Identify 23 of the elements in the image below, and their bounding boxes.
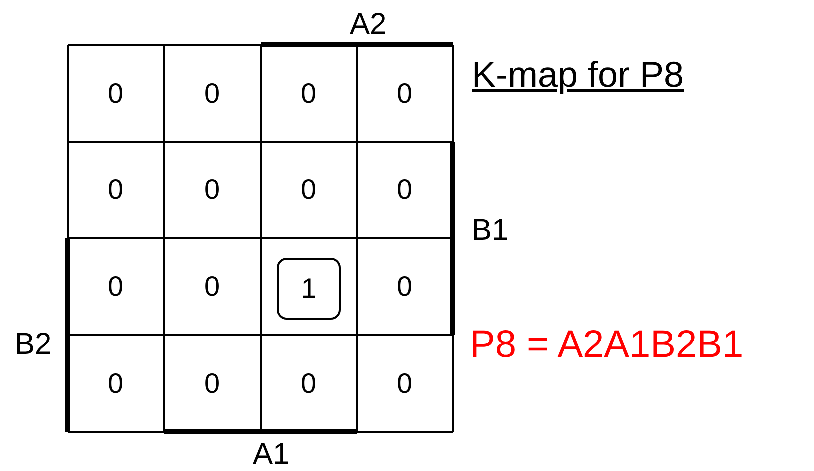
cell-value: 0 [204, 272, 220, 300]
cell-value: 0 [108, 80, 124, 108]
variable-label: B1 [472, 216, 509, 246]
variable-label: A1 [253, 440, 290, 470]
variable-label: A2 [350, 10, 387, 40]
cell-value: 0 [397, 176, 413, 204]
cell-value: 0 [397, 80, 413, 108]
cell-value: 0 [397, 272, 413, 300]
cell-value: 0 [204, 80, 220, 108]
term-box [277, 258, 341, 320]
cell-value: 1 [301, 275, 317, 303]
cell-value: 0 [301, 370, 317, 398]
cell-value: 0 [204, 370, 220, 398]
map-title: K-map for P8 [472, 57, 684, 93]
cell-value: 0 [301, 80, 317, 108]
cell-value: 0 [204, 176, 220, 204]
equation: P8 = A2A1B2B1 [470, 326, 744, 364]
cell-value: 0 [108, 176, 124, 204]
variable-label: B2 [15, 330, 52, 360]
cell-value: 0 [108, 370, 124, 398]
cell-value: 0 [397, 370, 413, 398]
cell-value: 0 [301, 176, 317, 204]
cell-value: 0 [108, 272, 124, 300]
